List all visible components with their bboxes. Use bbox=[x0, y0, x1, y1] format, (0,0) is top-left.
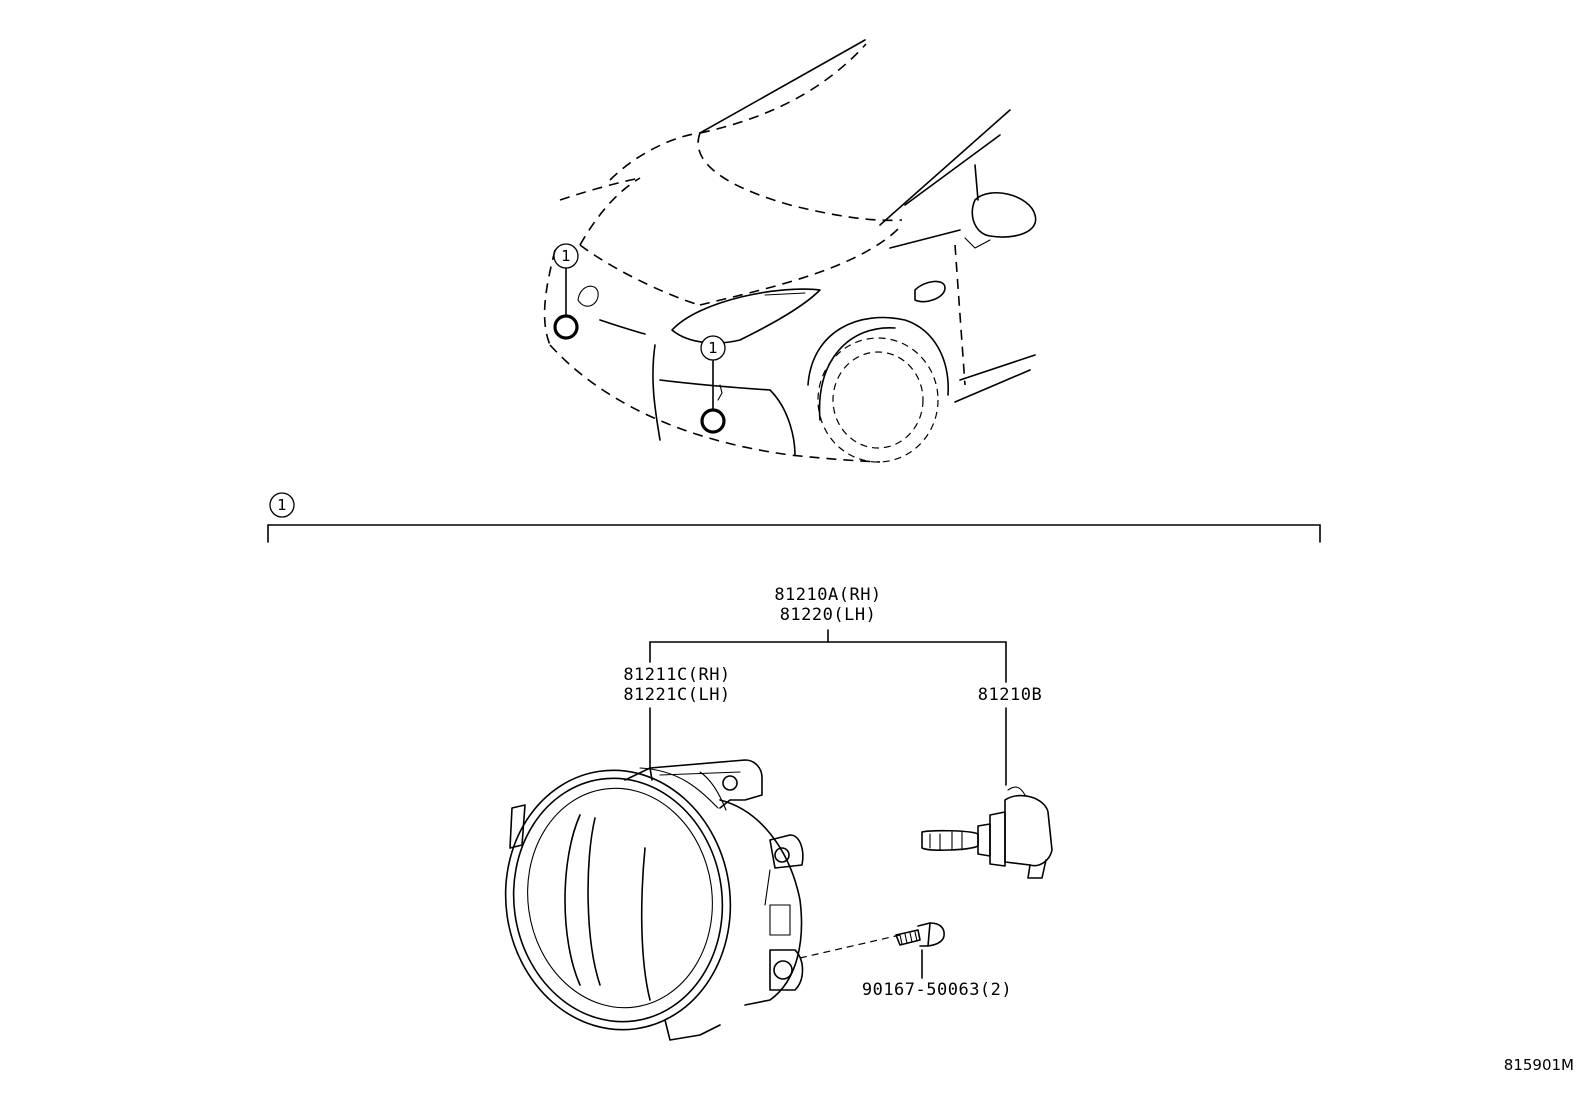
svg-text:1: 1 bbox=[561, 247, 571, 265]
part-label-screw: 90167-50063(2) bbox=[862, 980, 1012, 1000]
vehicle-front-view bbox=[543, 39, 1037, 463]
callout-1-car-right: 1 bbox=[700, 335, 726, 361]
part-label-lamp-unit-lh: 81221C(LH) bbox=[623, 685, 730, 705]
part-label-assembly-lh: 81220(LH) bbox=[780, 605, 877, 625]
fog-lamp-marker-right bbox=[700, 408, 726, 434]
part-label-lamp-unit-rh: 81211C(RH) bbox=[623, 665, 730, 685]
callout-1-section: 1 bbox=[277, 496, 287, 514]
screw-90167-50063 bbox=[895, 922, 945, 947]
part-label-bulb: 81210B bbox=[978, 685, 1042, 705]
fog-lamp-marker-left bbox=[553, 314, 579, 340]
section-bracket: 1 bbox=[267, 492, 1321, 543]
figure-id: 815901M bbox=[1504, 1056, 1574, 1074]
bulb-81210b bbox=[921, 786, 1053, 879]
callout-1-car-left: 1 bbox=[553, 243, 579, 269]
leader-lines bbox=[649, 629, 1007, 979]
fog-lamp-unit bbox=[504, 759, 804, 1041]
svg-text:1: 1 bbox=[708, 339, 718, 357]
part-label-assembly-rh: 81210A(RH) bbox=[774, 585, 881, 605]
